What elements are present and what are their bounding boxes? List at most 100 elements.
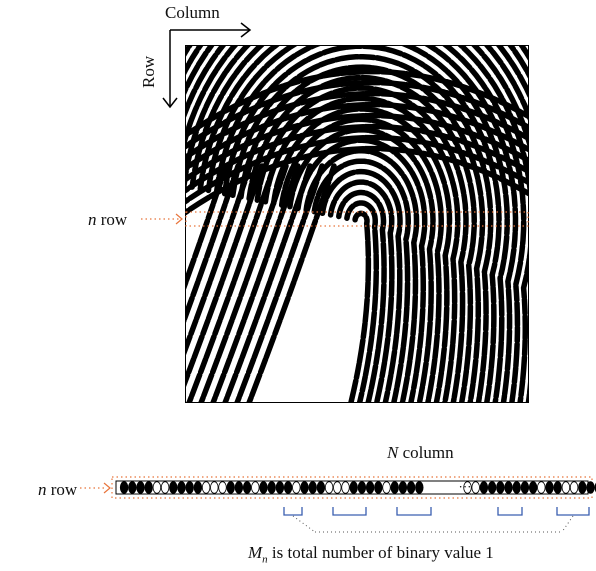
fingerprint-ridge xyxy=(210,163,301,402)
column-axis-label: Column xyxy=(165,3,220,22)
brace-3 xyxy=(396,507,432,516)
binary-cell-one xyxy=(406,481,416,494)
binary-cell-one xyxy=(496,481,505,494)
fingerprint-ridges xyxy=(186,46,528,402)
binary-cell-one xyxy=(128,481,137,494)
binary-cell-zero xyxy=(160,481,170,494)
brace-1 xyxy=(283,507,303,516)
fingerprint-ridge xyxy=(186,68,528,139)
binary-cell-zero xyxy=(324,481,334,494)
binary-cell-one xyxy=(512,481,521,494)
binary-cell-zero xyxy=(341,481,350,494)
binary-cell-one xyxy=(578,481,587,494)
binary-cell-one xyxy=(267,481,276,494)
binary-cell-one xyxy=(283,481,293,494)
fingerprint-ridge xyxy=(186,90,528,161)
binary-cell-one xyxy=(487,481,497,494)
fingerprint-ridge xyxy=(303,147,420,402)
binary-cell-zero xyxy=(292,481,301,494)
binary-cell-one xyxy=(177,481,186,494)
binary-cell-zero xyxy=(569,481,579,494)
fingerprint-ridge xyxy=(230,53,494,402)
binary-cell-one xyxy=(185,481,194,494)
binary-cell-one xyxy=(415,481,424,494)
binary-cell-one xyxy=(275,481,285,494)
binary-cell-one xyxy=(504,481,513,494)
binary-cell-one xyxy=(316,481,326,494)
binary-cell-one xyxy=(136,481,145,494)
binary-cell-zero xyxy=(251,481,260,494)
binary-cell-one xyxy=(234,481,244,494)
fingerprint-ridge xyxy=(222,163,313,402)
binary-cell-one xyxy=(390,481,399,494)
fingerprint-ridge xyxy=(205,46,519,402)
binary-cell-one xyxy=(520,481,530,494)
row-arrowhead xyxy=(162,97,178,109)
binary-cell-one xyxy=(193,481,203,494)
fingerprint-ridge xyxy=(186,101,528,172)
n-column-label: N column xyxy=(387,443,454,462)
fingerprint-ridge xyxy=(186,145,528,216)
fingerprint-ridge xyxy=(348,210,372,402)
fingerprint-ridge xyxy=(186,112,528,183)
binary-cell-one xyxy=(479,481,489,494)
binary-cell-one xyxy=(349,481,358,494)
binary-cell-one xyxy=(528,481,538,494)
binary-cell-zero xyxy=(561,481,571,494)
fingerprint-ridge xyxy=(198,163,289,402)
binary-cell-one xyxy=(398,481,408,494)
n-row-band xyxy=(185,211,529,227)
fingerprint-ridge xyxy=(246,74,477,402)
binary-cell-one xyxy=(144,481,153,494)
mn-caption: Mn is total number of binary value 1 xyxy=(248,543,494,566)
binary-cell-zero xyxy=(471,481,480,494)
binary-cell-one xyxy=(226,481,235,494)
brace-connectors xyxy=(292,515,574,533)
fingerprint-ridge xyxy=(327,179,395,402)
binary-cell-one xyxy=(169,481,178,494)
binary-cell-zero xyxy=(333,481,342,494)
fingerprint-ridge xyxy=(186,46,528,146)
n-row-label-bottom: n row xyxy=(38,480,78,499)
fingerprint-ridge xyxy=(238,64,486,402)
binary-cell-one xyxy=(357,481,367,494)
fingerprint-ridge xyxy=(336,189,387,402)
fingerprint-image xyxy=(185,45,529,403)
fingerprint-ridge xyxy=(186,79,528,150)
binary-cell-zero xyxy=(210,481,219,494)
binary-cell-one xyxy=(374,481,383,494)
fingerprint-ridge xyxy=(287,127,436,402)
binary-cell-one xyxy=(545,481,554,494)
fingerprint-ridge xyxy=(186,163,229,290)
fingerprint-ridge xyxy=(186,163,277,402)
n-row-pointer-top-head xyxy=(175,213,183,225)
binary-cell-one xyxy=(308,481,317,494)
brace-2 xyxy=(332,507,367,516)
binary-cell-zero xyxy=(537,481,546,494)
binary-cell-zero xyxy=(218,481,227,494)
n-row-pointer-bottom-head xyxy=(103,482,111,494)
binary-cell-one xyxy=(553,481,562,494)
n-row-label-top: n row xyxy=(88,210,128,229)
fingerprint-ridge xyxy=(186,163,241,323)
fingerprint-ridge xyxy=(186,163,253,356)
fingerprint-ridge xyxy=(186,46,528,402)
binary-cell-one xyxy=(586,481,595,494)
binary-cell-one xyxy=(365,481,375,494)
fingerprint-ridge xyxy=(186,163,265,388)
brace-4 xyxy=(497,507,523,516)
binary-cell-zero xyxy=(463,481,472,494)
fingerprint-ridge xyxy=(319,168,403,402)
column-arrowhead xyxy=(240,22,252,38)
fingerprint-ridge xyxy=(234,163,325,402)
binary-cell-one xyxy=(300,481,309,494)
count-braces xyxy=(283,507,590,516)
fingerprint-ridge xyxy=(246,163,337,402)
binary-cell-zero xyxy=(152,481,162,494)
binary-cell-one xyxy=(242,481,252,494)
binary-strip-ellipsis: ··· xyxy=(459,479,472,494)
fingerprint-ridge xyxy=(295,137,428,402)
fingerprint-ridge xyxy=(189,46,528,402)
binary-cell-one xyxy=(119,481,129,494)
